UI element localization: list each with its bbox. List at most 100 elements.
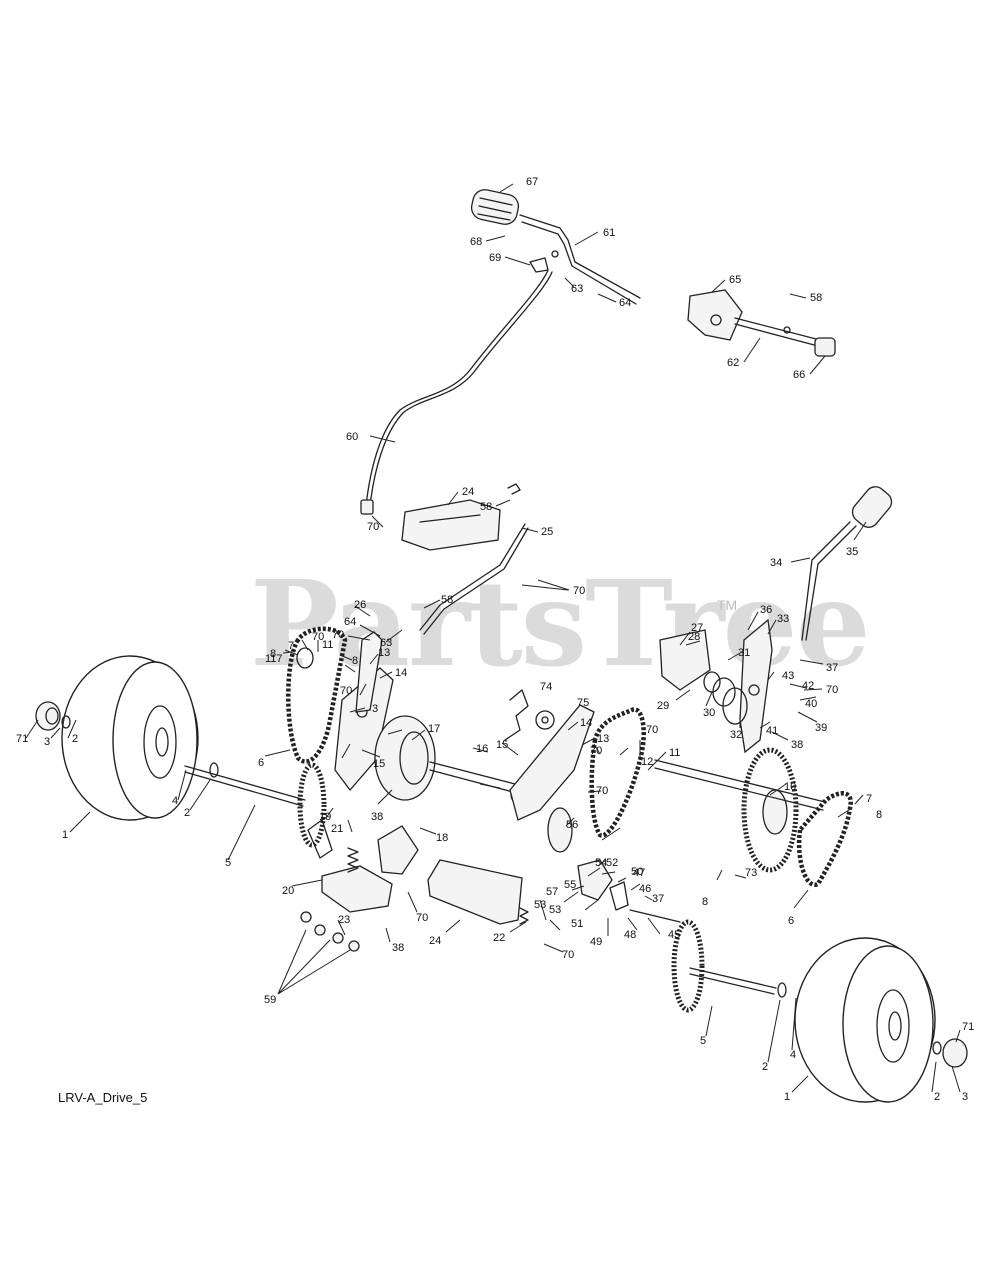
callout-14-center: 14 (580, 717, 592, 729)
watermark-trademark: TM (717, 597, 737, 613)
callout-15-center: 15 (496, 739, 508, 751)
callout-11-left: 11 (322, 639, 333, 651)
callout-117: 117 (265, 653, 283, 665)
callout-15-left: 15 (373, 758, 385, 770)
callout-43: 43 (782, 670, 794, 682)
callouts: 67 61 68 69 63 64 65 58 62 66 60 24 58 2… (16, 176, 974, 1103)
callout-38-right: 38 (791, 739, 803, 751)
callout-7-left: 7 (288, 640, 294, 652)
clip-58-upper (507, 483, 521, 495)
tire-right (794, 937, 936, 1103)
gear-right (671, 919, 705, 1013)
cable-60 (360, 269, 553, 515)
callout-69: 69 (489, 252, 501, 264)
chain-6-left (286, 626, 348, 764)
callout-70-g: 70 (590, 745, 602, 757)
callout-63-upper: 63 (571, 283, 583, 295)
callout-58-left: 58 (441, 594, 453, 606)
callout-2-right-b: 2 (934, 1091, 940, 1103)
plate-14-center (509, 704, 595, 821)
callout-34: 34 (770, 557, 782, 569)
callout-70-a: 70 (367, 521, 379, 533)
callout-39: 39 (815, 722, 827, 734)
chain-6-right (796, 791, 853, 887)
spring-21 (347, 847, 359, 873)
spring-clip-74 (504, 689, 529, 741)
bracket-24-upper (401, 499, 501, 551)
callout-33: 33 (777, 613, 789, 625)
shaft-10 (654, 759, 826, 811)
callout-74: 74 (540, 681, 552, 693)
link-19 (307, 819, 333, 859)
callout-57: 57 (546, 886, 558, 898)
callout-5-right: 5 (700, 1035, 706, 1047)
callout-49: 49 (590, 936, 602, 948)
callout-70-b: 70 (573, 585, 585, 597)
callout-70-left-lower: 70 (416, 912, 428, 924)
control-lever-61 (519, 214, 641, 305)
lever-pivot-69 (529, 250, 559, 273)
callout-73: 73 (745, 867, 757, 879)
callout-32: 32 (730, 729, 742, 741)
pulley-56 (547, 807, 573, 853)
callout-20: 20 (282, 885, 294, 897)
callout-53-upper: 53 (549, 904, 561, 916)
callout-8-left: 8 (270, 648, 276, 660)
callout-4-left: 4 (172, 795, 178, 807)
handle-grip-67 (470, 189, 520, 225)
callout-13-center: 13 (597, 733, 609, 745)
callout-70-lower: 70 (562, 949, 574, 961)
callout-52: 52 (606, 857, 618, 869)
callout-1-right: 1 (784, 1091, 790, 1103)
callout-35: 35 (846, 546, 858, 558)
callout-70-h: 70 (646, 724, 658, 736)
callout-17: 17 (428, 723, 440, 735)
grip-35 (851, 486, 893, 528)
callout-3-center: 3 (372, 703, 378, 715)
callout-2-left-a: 2 (72, 733, 78, 745)
callout-27: 27 (691, 622, 703, 634)
callout-3-right: 3 (962, 1091, 968, 1103)
plate-24-lower (427, 859, 523, 925)
callout-59: 59 (264, 994, 276, 1006)
chain-12 (589, 707, 646, 838)
axle-5-left (184, 765, 306, 807)
rod-25 (419, 523, 529, 635)
hardware-59 (300, 911, 360, 952)
callout-37-right: 37 (826, 662, 838, 674)
callout-16: 16 (476, 743, 488, 755)
callout-31: 31 (738, 647, 750, 659)
callout-8-lower: 8 (702, 896, 708, 908)
gear-left (297, 762, 327, 848)
callout-58-center: 58 (480, 501, 492, 513)
callout-71-right: 71 (962, 1021, 974, 1033)
washer-right (777, 982, 787, 998)
callout-65: 65 (729, 274, 741, 286)
callout-8-center: 8 (352, 655, 358, 667)
callout-75: 75 (577, 697, 589, 709)
callout-13-left: 13 (378, 647, 390, 659)
callout-42: 42 (802, 680, 814, 692)
hub-17 (374, 715, 436, 801)
tire-left (61, 655, 199, 821)
hubcap-71-left (35, 701, 61, 731)
callout-11-center: 11 (669, 747, 680, 759)
callout-58-right: 58 (810, 292, 822, 304)
callout-63-lower: 63 (380, 637, 392, 649)
callout-8-right: 8 (876, 809, 882, 821)
callout-2-left-b: 2 (184, 807, 190, 819)
callout-22: 22 (493, 932, 505, 944)
callout-50: 50 (631, 866, 643, 878)
callout-28: 28 (688, 631, 700, 643)
callout-19: 19 (319, 811, 331, 823)
callout-66: 66 (793, 369, 805, 381)
callout-10: 10 (784, 781, 796, 793)
callout-38-center: 38 (371, 811, 383, 823)
callout-24-upper: 24 (462, 486, 474, 498)
washer-left (61, 715, 219, 778)
callout-51: 51 (571, 918, 583, 930)
sprocket-7-left (296, 647, 314, 669)
callout-55: 55 (564, 879, 576, 891)
callout-14-left: 14 (395, 667, 407, 679)
